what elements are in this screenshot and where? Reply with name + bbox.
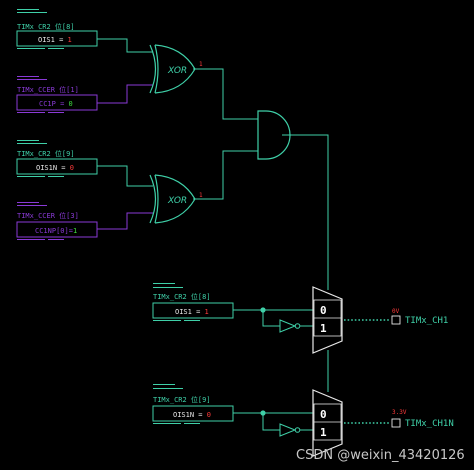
mux-2: 0 1 xyxy=(312,389,343,457)
watermark: CSDN @weixin_43420126 xyxy=(296,448,465,463)
xor-gate-1: XOR 1 xyxy=(149,44,203,94)
register-field-name: CC1P xyxy=(39,100,56,108)
svg-text:OIS1N = 0: OIS1N = 0 xyxy=(36,164,74,172)
register-cr2-bit8-mux: TIMx_CR2 位[8] OIS1 = 1 xyxy=(152,283,234,321)
register-title: TIMx_CR2 位[8] xyxy=(17,22,75,31)
xor1-label: XOR xyxy=(167,66,187,76)
mux1-input-0-label: 0 xyxy=(320,304,327,317)
register-title: TIMx_CCER 位[3] xyxy=(17,211,79,220)
register-equals: = xyxy=(56,100,69,108)
register-ccer-bit1: TIMx_CCER 位[1] CC1P = 0 xyxy=(16,76,98,113)
svg-text:OIS1 = 1: OIS1 = 1 xyxy=(175,308,209,316)
output-pin-ch1 xyxy=(391,315,401,325)
register-field-name: OIS1N xyxy=(173,411,194,419)
wire-xor1-to-and xyxy=(193,68,258,120)
register-ccer-bit3: TIMx_CCER 位[3] CC1NP[0]=1 xyxy=(16,202,98,240)
junction-node-2 xyxy=(260,410,266,416)
register-field-name: OIS1N xyxy=(36,164,57,172)
wire-xor2-to-and xyxy=(193,150,258,200)
svg-text:CC1NP[0]=1: CC1NP[0]=1 xyxy=(35,227,77,235)
register-title: TIMx_CR2 位[9] xyxy=(17,149,75,158)
ch1n-output-label: TIMx_CH1N xyxy=(405,419,454,429)
wire-ois1n-to-inverter2 xyxy=(262,413,280,431)
purple-wires xyxy=(97,84,153,230)
register-cr2-bit8-top: TIMx_CR2 位[8] OIS1 = 1 xyxy=(16,9,98,49)
wire-cc1p-to-xor1 xyxy=(97,84,153,104)
register-title: TIMx_CR2 位[8] xyxy=(153,292,211,301)
output-lines xyxy=(344,319,389,424)
svg-text:OIS1 = 1: OIS1 = 1 xyxy=(38,36,72,44)
svg-text:OIS1N = 0: OIS1N = 0 xyxy=(173,411,211,419)
register-field-name: OIS1 xyxy=(38,36,55,44)
register-equals: = xyxy=(194,411,207,419)
mux2-input-0-label: 0 xyxy=(320,408,327,421)
register-value: 0 xyxy=(69,100,73,108)
xor2-output-value: 1 xyxy=(199,192,203,199)
register-cr2-bit9-mux: TIMx_CR2 位[9] OIS1N = 0 xyxy=(152,384,234,424)
wire-and-to-mux-select xyxy=(282,134,329,290)
register-equals: = xyxy=(55,36,68,44)
mux1-input-1-label: 1 xyxy=(320,322,327,335)
ch1-voltage-label: 0V xyxy=(392,308,400,315)
xor2-label: XOR xyxy=(167,196,187,206)
wire-ois1-to-xor1 xyxy=(97,38,153,53)
ch1n-voltage-label: 3.3V xyxy=(392,409,407,416)
register-value: 1 xyxy=(68,36,72,44)
register-equals: = xyxy=(69,227,73,235)
wires xyxy=(97,38,329,431)
register-value: 0 xyxy=(207,411,211,419)
svg-text:CC1P = 0: CC1P = 0 xyxy=(39,100,73,108)
register-field-name: OIS1 xyxy=(175,308,192,316)
wire-cc1np-to-xor2 xyxy=(97,212,153,230)
xor1-output-value: 1 xyxy=(199,61,203,68)
register-equals: = xyxy=(57,164,70,172)
output-pin-ch1n xyxy=(391,418,401,428)
register-value: 0 xyxy=(70,164,74,172)
mux2-input-1-label: 1 xyxy=(320,426,327,439)
and-gate xyxy=(257,110,291,160)
ch1-output-label: TIMx_CH1 xyxy=(405,316,448,326)
wire-ois1n-to-xor2 xyxy=(97,165,153,187)
register-title: TIMx_CCER 位[1] xyxy=(17,85,79,94)
inverter-2 xyxy=(279,423,301,437)
register-value: 1 xyxy=(73,227,77,235)
xor-gate-2: XOR 1 xyxy=(149,174,203,224)
register-equals: = xyxy=(192,308,205,316)
wire-ois1-to-inverter1 xyxy=(262,310,280,327)
register-value: 1 xyxy=(205,308,209,316)
register-title: TIMx_CR2 位[9] xyxy=(153,395,211,404)
register-field-name: CC1NP[0] xyxy=(35,227,69,235)
register-cr2-bit9-top: TIMx_CR2 位[9] OIS1N = 0 xyxy=(16,140,98,177)
inverter-1 xyxy=(279,319,301,333)
junction-node-1 xyxy=(260,307,266,313)
mux-1: 0 1 xyxy=(312,286,343,354)
